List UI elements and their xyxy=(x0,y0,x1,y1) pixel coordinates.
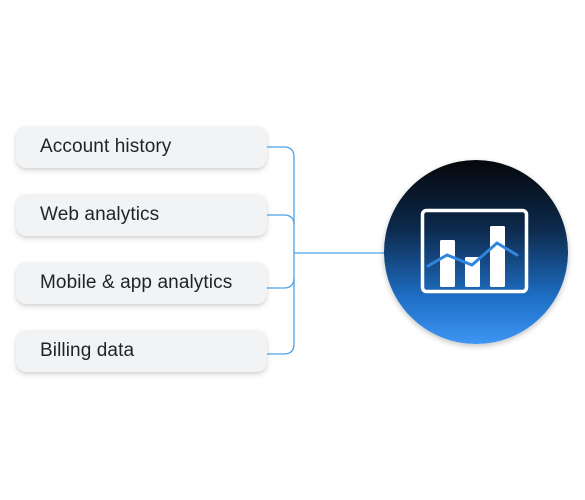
source-account-history: Account history xyxy=(16,126,267,168)
source-label: Web analytics xyxy=(40,204,160,225)
source-label: Billing data xyxy=(40,340,135,361)
bar-chart-icon xyxy=(420,208,529,294)
connector-account-history xyxy=(267,146,295,253)
source-mobile-app-analytics: Mobile & app analytics xyxy=(16,262,267,304)
source-label: Mobile & app analytics xyxy=(40,272,233,293)
connector-web-analytics xyxy=(267,214,295,226)
source-billing-data: Billing data xyxy=(16,330,267,372)
source-label: Account history xyxy=(40,136,172,157)
connector-mobile-analytics xyxy=(267,277,295,289)
source-web-analytics: Web analytics xyxy=(16,194,267,236)
connector-billing-data xyxy=(267,253,295,355)
analytics-hub xyxy=(384,160,568,344)
